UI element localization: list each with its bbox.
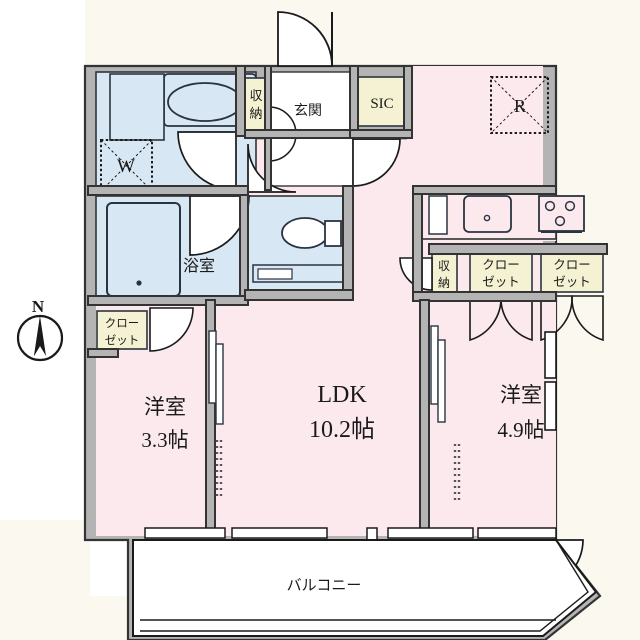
hall-to-ldk-door-swing bbox=[352, 138, 401, 187]
bathtub-icon bbox=[106, 202, 181, 297]
refrigerator-space-marker: R bbox=[490, 76, 549, 134]
window-east-lower bbox=[544, 381, 557, 431]
windows bbox=[144, 331, 557, 541]
sliding-door-east-panel-a bbox=[430, 325, 439, 405]
wet-fixtures: W bbox=[100, 73, 344, 297]
vanity-sink-icon bbox=[167, 82, 243, 122]
window-balcony-mid bbox=[231, 527, 328, 539]
sic-label: SIC bbox=[370, 96, 393, 112]
washer-symbol: W bbox=[117, 156, 135, 177]
toilet-door-swing bbox=[247, 143, 297, 193]
entry-storage-label-1: 収 bbox=[249, 88, 262, 103]
balcony-label: バルコニー bbox=[287, 578, 362, 594]
bathtub-drain-icon bbox=[136, 280, 142, 286]
closet-east-1-label-1: クロー bbox=[482, 258, 520, 272]
storage-closet-west: クロー ゼット bbox=[96, 310, 148, 350]
sliding-doors bbox=[208, 325, 461, 504]
interior-partitions bbox=[87, 65, 608, 537]
kitchen-storage-label-1: 収 bbox=[438, 259, 450, 273]
closet-west-door-swing bbox=[149, 307, 194, 352]
storage-closet-east-2: クロー ゼット bbox=[540, 251, 604, 293]
bedroom-east-size: 4.9帖 bbox=[497, 418, 544, 442]
entry-storage-label-2: 納 bbox=[249, 106, 262, 121]
outside-left-background bbox=[0, 520, 90, 640]
kitchen-sink-drain-icon bbox=[483, 214, 491, 222]
storage-kitchen-storage: 収 納 bbox=[431, 250, 458, 299]
ldk-size: 10.2帖 bbox=[309, 416, 375, 443]
toilet-icon bbox=[281, 217, 342, 249]
kitchen-counter bbox=[419, 190, 585, 240]
sliding-door-east-hatch bbox=[453, 444, 461, 504]
room-labels: 洋室 3.3帖 LDK 10.2帖 洋室 4.9帖 浴室 玄関 bbox=[141, 102, 544, 452]
toilet-counter-inner bbox=[257, 268, 293, 280]
kitchen-sink-icon bbox=[463, 195, 512, 233]
sliding-door-east-panel-b bbox=[437, 339, 446, 423]
compass-north-label: N bbox=[32, 297, 45, 316]
sliding-door-west-panel-b bbox=[215, 343, 224, 425]
bedroom-east-name: 洋室 bbox=[500, 383, 542, 407]
window-balcony-east-b bbox=[477, 527, 557, 539]
closet-east-1-label-2: ゼット bbox=[482, 275, 520, 289]
ldk-name: LDK bbox=[317, 382, 367, 408]
kitchen-storage-label-2: 納 bbox=[438, 276, 450, 290]
compass-rose: N bbox=[16, 297, 64, 362]
corridor-background bbox=[85, 0, 640, 66]
door-swings bbox=[177, 11, 584, 589]
sliding-door-west-hatch bbox=[215, 440, 223, 500]
window-balcony-center bbox=[366, 527, 378, 541]
closet-east-2-label-2: ゼット bbox=[553, 275, 591, 289]
window-balcony-east-a bbox=[387, 527, 474, 539]
storage-sic: SIC bbox=[356, 76, 408, 127]
sliding-door-west-panel-a bbox=[208, 330, 217, 404]
storage-closet-east-1: クロー ゼット bbox=[469, 251, 533, 293]
entrance-label: 玄関 bbox=[294, 102, 322, 119]
closet-east-2-label-1: クロー bbox=[553, 258, 591, 272]
bedroom-west-name: 洋室 bbox=[144, 395, 186, 419]
window-balcony-west bbox=[144, 527, 226, 539]
window-east-upper bbox=[544, 331, 557, 379]
bedroom-west-size: 3.3帖 bbox=[141, 428, 188, 452]
balcony-area: バルコニー bbox=[132, 539, 598, 637]
closet-west-label-1: クロー bbox=[105, 317, 140, 330]
gas-stove-icon bbox=[538, 195, 585, 233]
closet-west-label-2: ゼット bbox=[105, 334, 140, 347]
bathroom-label: 浴室 bbox=[183, 257, 215, 275]
kitchen-tall-unit bbox=[428, 195, 448, 235]
washer-space-marker: W bbox=[100, 139, 153, 192]
refrigerator-symbol: R bbox=[514, 96, 526, 116]
powder-counter-edge bbox=[109, 73, 165, 141]
